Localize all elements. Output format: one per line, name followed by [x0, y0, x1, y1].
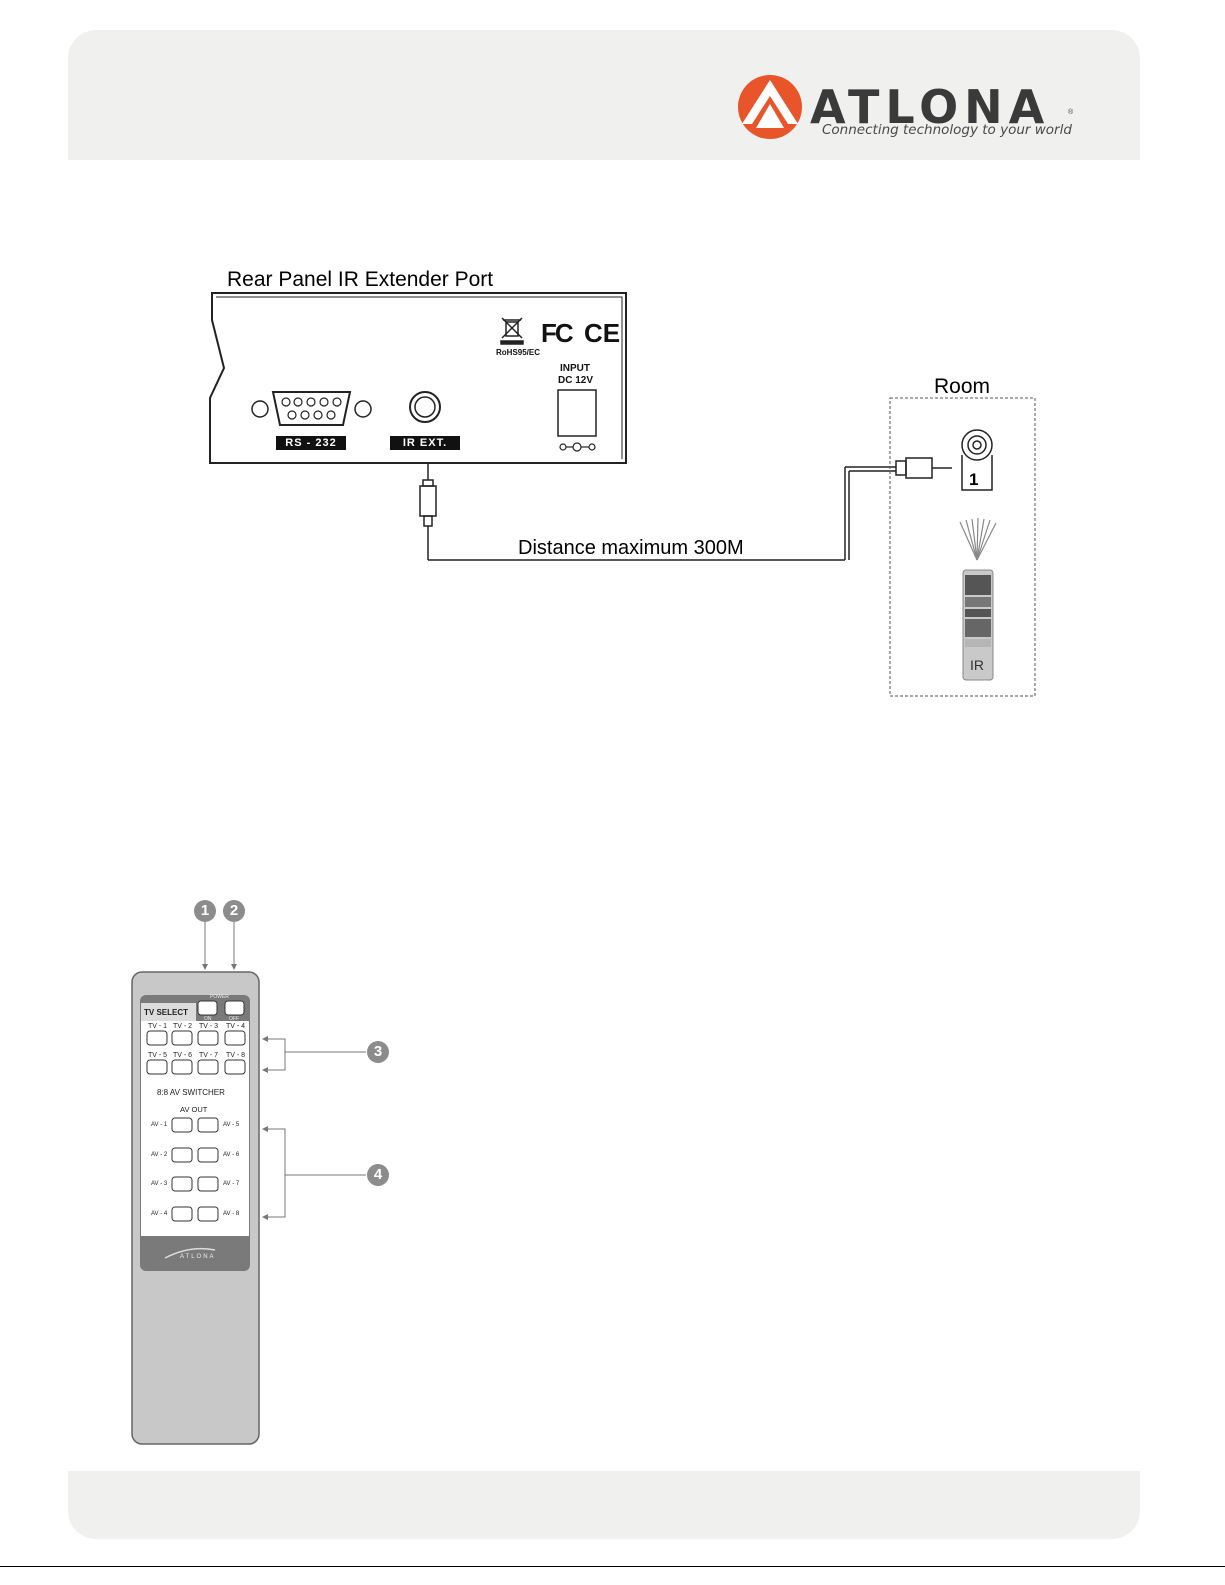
tv-button-label: TV - 8: [226, 1052, 246, 1059]
ir-ext-label: IR EXT.: [390, 436, 460, 450]
room-box: [889, 397, 1036, 697]
rohs-label: RoHS95/EC: [496, 348, 541, 357]
tv-button-label: TV - 1: [148, 1023, 168, 1030]
callout-4: 4: [367, 1164, 389, 1186]
logo-tagline: Connecting technology to your world: [822, 122, 1072, 138]
room-remote-label: IR: [970, 657, 984, 673]
av-button-label: AV - 7: [223, 1181, 240, 1187]
av-button-label: AV - 1: [151, 1122, 168, 1128]
registered-mark: ®: [1068, 109, 1074, 116]
input-label: INPUT: [560, 363, 590, 374]
tv-button-label: TV - 4: [226, 1023, 246, 1030]
room-remote-icon: [962, 569, 994, 681]
callout-3: 3: [367, 1041, 389, 1063]
tv-button-label: TV - 6: [173, 1052, 193, 1059]
av-button-label: AV - 2: [151, 1152, 168, 1158]
av-out-buttons: [171, 1117, 219, 1222]
rs232-label: RS - 232: [276, 436, 346, 450]
power-label: POWER: [210, 994, 229, 1000]
ce-mark: CE: [584, 318, 621, 348]
remote-brand: ATLONA: [180, 1254, 216, 1260]
callout-1: 1: [194, 900, 216, 922]
av-button-label: AV - 8: [223, 1211, 240, 1217]
on-label: ON: [204, 1016, 212, 1022]
distance-label: Distance maximum 300M: [518, 537, 744, 559]
av-out-label: AV OUT: [180, 1105, 208, 1114]
tv-button-label: TV - 3: [199, 1023, 219, 1030]
receiver-number: 1: [969, 470, 979, 489]
fcc-mark: FC: [541, 318, 574, 348]
callout-2: 2: [223, 900, 245, 922]
ir-ext-jack: [409, 391, 441, 423]
diagram-title: Rear Panel IR Extender Port: [227, 268, 494, 291]
av-button-label: AV - 4: [151, 1211, 168, 1217]
ir-receiver-plug: [895, 457, 952, 479]
tv-button-label: TV - 7: [199, 1052, 219, 1059]
tv-button-label: TV - 2: [173, 1023, 193, 1030]
av-button-label: AV - 6: [223, 1152, 240, 1158]
tv-select-label: TV SELECT: [144, 1008, 189, 1017]
ir-rays-icon: [959, 517, 997, 561]
callout-leaders: [204, 922, 366, 1218]
rs232-port: [271, 391, 352, 426]
rohs-icon: [500, 317, 524, 345]
tv-button-label: TV - 5: [148, 1052, 168, 1059]
dc-label: DC 12V: [558, 375, 594, 386]
ir-receiver: [961, 429, 993, 491]
switcher-label: 8:8 AV SWITCHER: [157, 1088, 225, 1097]
cable: [419, 463, 896, 561]
logo-wordmark: ATLONA: [810, 80, 1051, 134]
rear-panel-outline: [209, 292, 627, 464]
tv-select-buttons: [146, 1030, 246, 1075]
dc-polarity-icon: [559, 442, 596, 452]
off-label: OFF: [229, 1016, 239, 1022]
header-band: [68, 30, 1140, 160]
room-label: Room: [934, 375, 991, 398]
av-button-label: AV - 5: [223, 1122, 240, 1128]
av-button-label: AV - 3: [151, 1181, 168, 1187]
rs232-screw-left: [251, 400, 269, 418]
footer-band: [68, 1471, 1140, 1539]
footer-rule: [0, 1566, 1225, 1567]
power-input-port: [557, 389, 597, 437]
rs232-screw-right: [354, 400, 372, 418]
